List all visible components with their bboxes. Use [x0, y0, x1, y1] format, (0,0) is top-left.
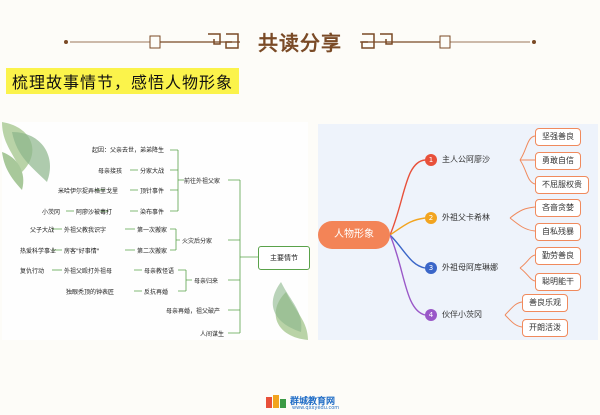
plot-item: 母亲教怪语 — [144, 268, 175, 275]
character-center-node: 人物形象 — [318, 221, 390, 249]
left-ornament-icon — [64, 33, 240, 49]
plot-item: 母亲接孩 — [98, 168, 123, 175]
plot-item: 第一次搬家 — [137, 227, 168, 234]
plot-item: 复仇行动 — [20, 268, 45, 275]
character-branch-grandmother: 3 外祖母阿库琳娜 — [425, 258, 498, 278]
number-badge: 1 — [425, 153, 437, 166]
plot-item: 第二次搬家 — [137, 248, 168, 255]
trait-tag: 坚强善良 — [535, 128, 581, 146]
title-bar: 共读分享 — [0, 22, 600, 62]
number-badge: 3 — [425, 261, 437, 274]
page-title: 共读分享 — [258, 31, 342, 55]
trait-tag: 不屈服权贵 — [535, 176, 589, 194]
trait-tag: 自私残暴 — [535, 223, 581, 241]
branch-label: 伙伴小茨冈 — [442, 310, 482, 319]
plot-item: 米哈伊尔捉弄格里戈里 — [58, 188, 119, 195]
plot-group-label: 人间谋生 — [200, 331, 225, 338]
number-badge: 4 — [425, 308, 437, 321]
plot-item: 独眼秃顶的钟表匠 — [66, 289, 115, 296]
plot-item: 小茨冈 — [42, 209, 61, 216]
character-branch-gypsy: 4 伙伴小茨冈 — [425, 305, 482, 325]
leaf-decoration-right-icon — [272, 282, 308, 340]
trait-tag: 聪明能干 — [535, 273, 581, 291]
plot-group-label: 火灾后分家 — [182, 238, 213, 245]
plot-item: 外祖父教我识字 — [64, 227, 107, 234]
trait-tag: 善良乐观 — [522, 294, 568, 312]
plot-item: 父子大战 — [30, 227, 55, 234]
character-branch-grandfather: 2 外祖父卡希林 — [425, 208, 490, 228]
number-badge: 2 — [425, 211, 437, 224]
plot-root-node: 主要情节 — [258, 246, 310, 270]
trait-tag: 勤劳善良 — [535, 247, 581, 265]
trait-tag: 开朗活泼 — [522, 319, 568, 337]
plot-item: 分家大战 — [140, 168, 165, 175]
plot-group-label: 母亲归来 — [194, 278, 219, 285]
subtitle-highlight: 梳理故事情节，感悟人物形象 — [6, 68, 240, 94]
branch-label: 主人公阿廖沙 — [442, 155, 490, 164]
leaf-decoration-icon — [2, 122, 51, 190]
branch-label: 外祖母阿库琳娜 — [442, 263, 498, 272]
plot-item: 热爱科学事业 — [20, 248, 57, 255]
plot-item: 起因：父亲去世，弟弟降生 — [92, 147, 165, 154]
plot-item: 外祖父殴打外祖母 — [64, 268, 113, 275]
branch-label: 外祖父卡希林 — [442, 213, 490, 222]
trait-tag: 勇敢自信 — [535, 152, 581, 170]
site-logo-icon — [266, 395, 286, 408]
plot-item: 阿廖沙被毒打 — [76, 209, 113, 216]
plot-item: 反抗再婚 — [144, 289, 169, 296]
plot-group-label: 母亲再婚，祖父破产 — [166, 308, 221, 315]
trait-tag: 吝啬贪婪 — [535, 199, 581, 217]
character-branch-aliosha: 1 主人公阿廖沙 — [425, 150, 490, 170]
site-logo-url: www.qxxyedu.com — [292, 405, 340, 411]
plot-item: 房客"好事情" — [64, 248, 100, 255]
plot-item: 顶针事件 — [140, 188, 165, 195]
right-ornament-icon — [360, 33, 536, 49]
plot-group-label: 前往外祖父家 — [184, 178, 221, 185]
plot-item: 染布事件 — [140, 209, 165, 216]
site-logo-name: 群城教育网 — [290, 397, 336, 407]
